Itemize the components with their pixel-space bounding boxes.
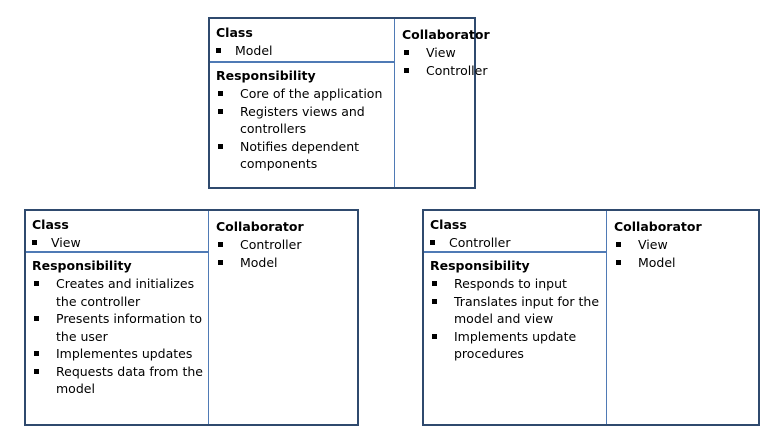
collaborator-item: Controller [216, 236, 357, 254]
responsibility-item: Requests data from the model [32, 363, 204, 398]
class-section: Class Controller [424, 211, 606, 253]
collaborator-header: Collaborator [216, 219, 304, 234]
collaborator-item: Model [614, 254, 758, 272]
responsibility-item: Implementes updates [32, 345, 204, 363]
collaborator-item: View [614, 236, 758, 254]
crc-card-model: Class Model Responsibility Core of the a… [208, 17, 490, 189]
crc-card-view: Class View Responsibility Creates and in… [24, 209, 359, 426]
crc-card-controller: Class Controller Responsibility Responds… [422, 209, 760, 426]
responsibility-item: Core of the application [216, 85, 390, 103]
class-section: Class View [26, 211, 208, 253]
responsibility-header: Responsibility [216, 68, 316, 83]
class-name: View [32, 234, 208, 252]
responsibility-item: Registers views and controllers [216, 103, 390, 138]
class-header: Class [430, 217, 467, 232]
class-header: Class [32, 217, 69, 232]
responsibility-item: Implements update procedures [430, 328, 602, 363]
collaborator-item: View [402, 44, 474, 62]
responsibility-item: Creates and initializes the controller [32, 275, 204, 310]
responsibility-header: Responsibility [430, 258, 530, 273]
collaborator-item: Controller [402, 62, 488, 80]
card-left-column: Class Controller Responsibility Responds… [424, 211, 607, 424]
card-left-column: Class Model Responsibility Core of the a… [210, 19, 395, 187]
responsibility-section: Responsibility Responds to input Transla… [424, 253, 606, 424]
responsibility-section: Responsibility Creates and initializes t… [26, 253, 208, 424]
responsibility-section: Responsibility Core of the application R… [210, 63, 394, 187]
collaborator-header: Collaborator [402, 27, 490, 42]
responsibility-header: Responsibility [32, 258, 132, 273]
collaborator-header: Collaborator [614, 219, 702, 234]
class-section: Class Model [210, 19, 394, 63]
collaborator-item: Model [216, 254, 357, 272]
responsibility-item: Presents information to the user [32, 310, 204, 345]
responsibility-item: Translates input for the model and view [430, 293, 602, 328]
responsibility-item: Responds to input [430, 275, 602, 293]
class-name: Controller [430, 234, 606, 252]
collaborator-section: Collaborator Controller Model [209, 211, 357, 424]
collaborator-section: Collaborator View Controller [395, 19, 490, 187]
collaborator-section: Collaborator View Model [607, 211, 758, 424]
class-header: Class [216, 25, 253, 40]
responsibility-item: Notifies dependent components [216, 138, 390, 173]
card-left-column: Class View Responsibility Creates and in… [26, 211, 209, 424]
class-name: Model [216, 42, 394, 60]
